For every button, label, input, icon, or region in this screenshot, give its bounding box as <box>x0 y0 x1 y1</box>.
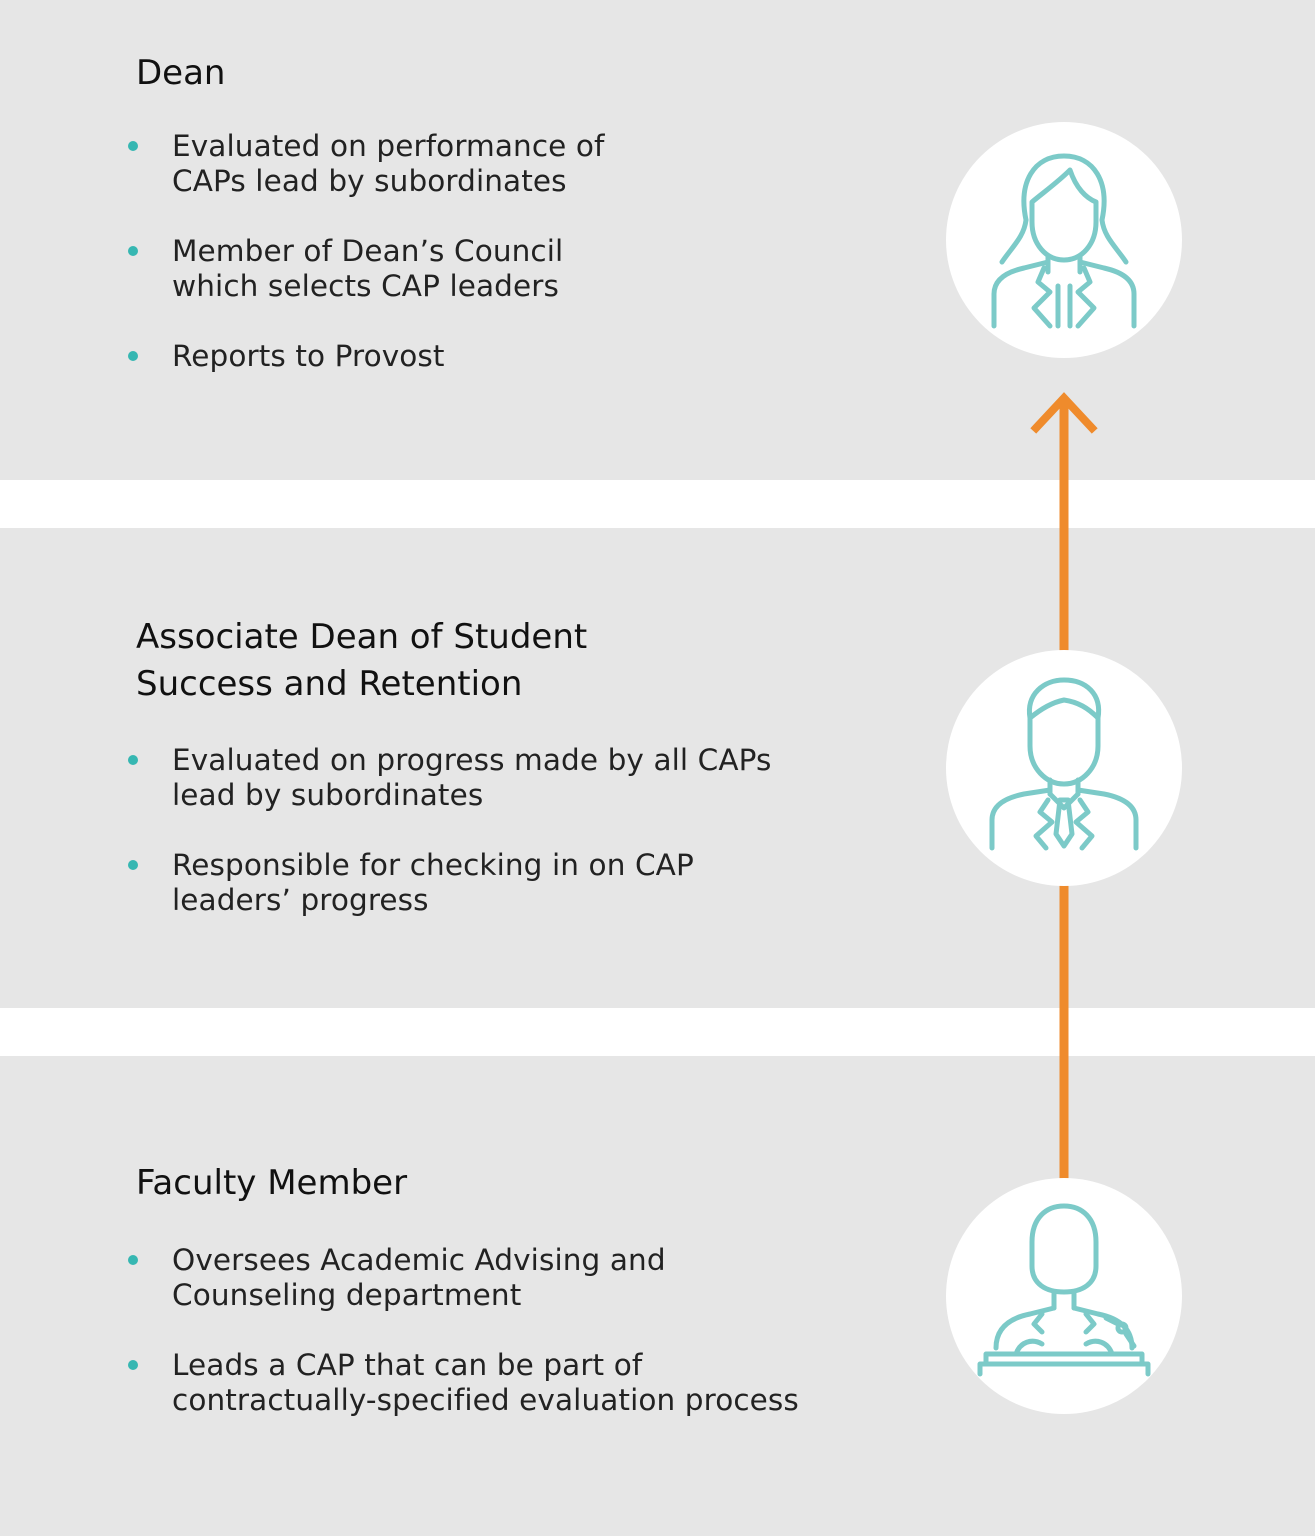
avatar-faculty-member <box>946 1178 1182 1414</box>
role-title-associate-dean: Associate Dean of Student Success and Re… <box>136 617 588 704</box>
woman-avatar-icon <box>991 153 1137 329</box>
speaker-at-podium-icon <box>977 1203 1151 1377</box>
avatar-dean <box>946 122 1182 358</box>
bullet-item: Member of Dean’s Council which selects C… <box>128 234 852 304</box>
bullet-list-associate-dean: Evaluated on progress made by all CAPs l… <box>128 743 852 953</box>
bullet-item: Leads a CAP that can be part of contract… <box>128 1348 852 1418</box>
bullet-item: Responsible for checking in on CAP leade… <box>128 848 852 918</box>
role-title-dean: Dean <box>136 53 226 93</box>
bullet-item: Oversees Academic Advising and Counselin… <box>128 1243 852 1313</box>
bullet-item: Evaluated on performance of CAPs lead by… <box>128 129 852 199</box>
man-with-tie-avatar-icon <box>989 677 1139 851</box>
role-panel-associate-dean: Associate Dean of Student Success and Re… <box>0 528 1315 1008</box>
bullet-item: Reports to Provost <box>128 339 852 374</box>
avatar-associate-dean <box>946 650 1182 886</box>
bullet-item: Evaluated on progress made by all CAPs l… <box>128 743 852 813</box>
bullet-list-dean: Evaluated on performance of CAPs lead by… <box>128 129 852 409</box>
role-title-faculty-member: Faculty Member <box>136 1163 408 1203</box>
bullet-list-faculty-member: Oversees Academic Advising and Counselin… <box>128 1243 852 1453</box>
